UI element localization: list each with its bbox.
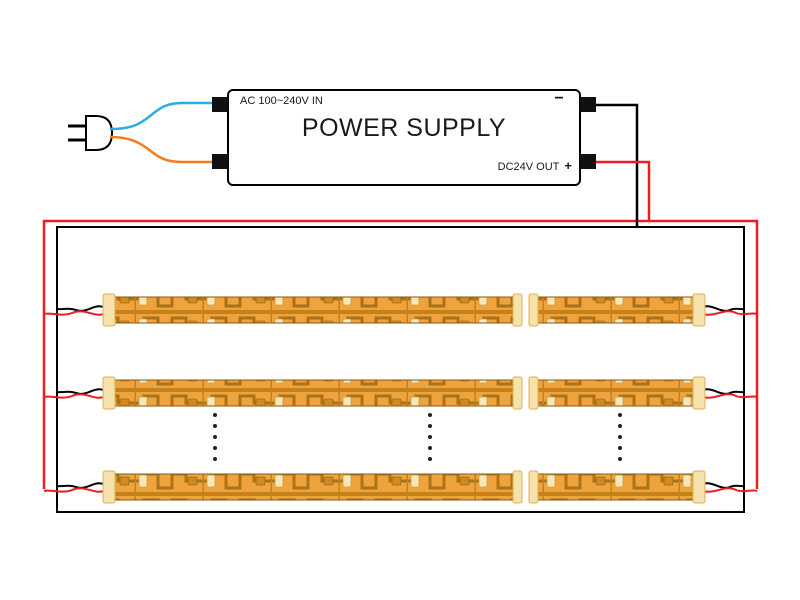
psu-terminal-left-bottom — [212, 154, 228, 169]
solder-pad — [528, 293, 539, 327]
led-strip-row — [43, 376, 758, 410]
strip-left-black-wire — [56, 305, 107, 312]
led-strip-segment-left — [111, 473, 521, 501]
dc-negative-feed-wire — [596, 103, 639, 227]
solder-pad — [692, 376, 706, 410]
solder-pad — [512, 376, 523, 410]
solder-pad — [692, 293, 706, 327]
strip-left-red-wire — [43, 487, 107, 493]
psu-terminal-left-top — [212, 97, 228, 112]
solder-pad — [528, 470, 539, 504]
ac-live-wire — [109, 101, 212, 131]
strip-left-red-wire — [43, 310, 107, 316]
strip-left-black-wire — [56, 388, 107, 395]
led-strip-row — [43, 470, 758, 504]
solder-pad — [102, 470, 116, 504]
led-strip-segment-left — [111, 379, 521, 407]
minus-symbol: − — [554, 90, 564, 107]
led-strip-segment-right — [531, 473, 701, 501]
led-strip-row — [43, 293, 758, 327]
continuation-dots — [213, 413, 622, 461]
strip-right-red-wire — [699, 487, 758, 493]
solder-pad — [512, 293, 523, 327]
led-strip-segment-left — [111, 296, 521, 324]
dc-positive-bus-wire — [42, 219, 759, 489]
solder-pad — [528, 376, 539, 410]
strip-enclosure-outline — [56, 226, 745, 513]
strip-right-red-wire — [699, 393, 758, 399]
strip-left-black-wire — [56, 482, 107, 489]
solder-pad — [102, 293, 116, 327]
plus-symbol: + — [564, 158, 572, 173]
strip-right-red-wire — [699, 310, 758, 316]
dc-positive-feed-wire — [596, 160, 651, 221]
strip-right-black-wire — [699, 305, 745, 312]
solder-pad — [102, 376, 116, 410]
solder-pad — [692, 470, 706, 504]
solder-pad — [512, 470, 523, 504]
strip-right-black-wire — [699, 482, 745, 489]
power-supply-box — [227, 89, 581, 186]
power-supply-title: POWER SUPPLY — [301, 114, 507, 142]
dc-output-label: DC24V OUT + — [380, 158, 572, 173]
led-strip-segment-right — [531, 379, 701, 407]
psu-terminal-right-top — [580, 97, 596, 112]
psu-terminal-right-bottom — [580, 154, 596, 169]
strip-right-black-wire — [699, 388, 745, 395]
ac-plug-icon — [68, 115, 114, 151]
strip-left-red-wire — [43, 393, 107, 399]
led-strip-segment-right — [531, 296, 701, 324]
ac-neutral-wire — [109, 135, 212, 164]
ac-input-label: AC 100~240V IN — [240, 95, 323, 107]
dc-output-text: DC24V OUT — [497, 161, 560, 173]
